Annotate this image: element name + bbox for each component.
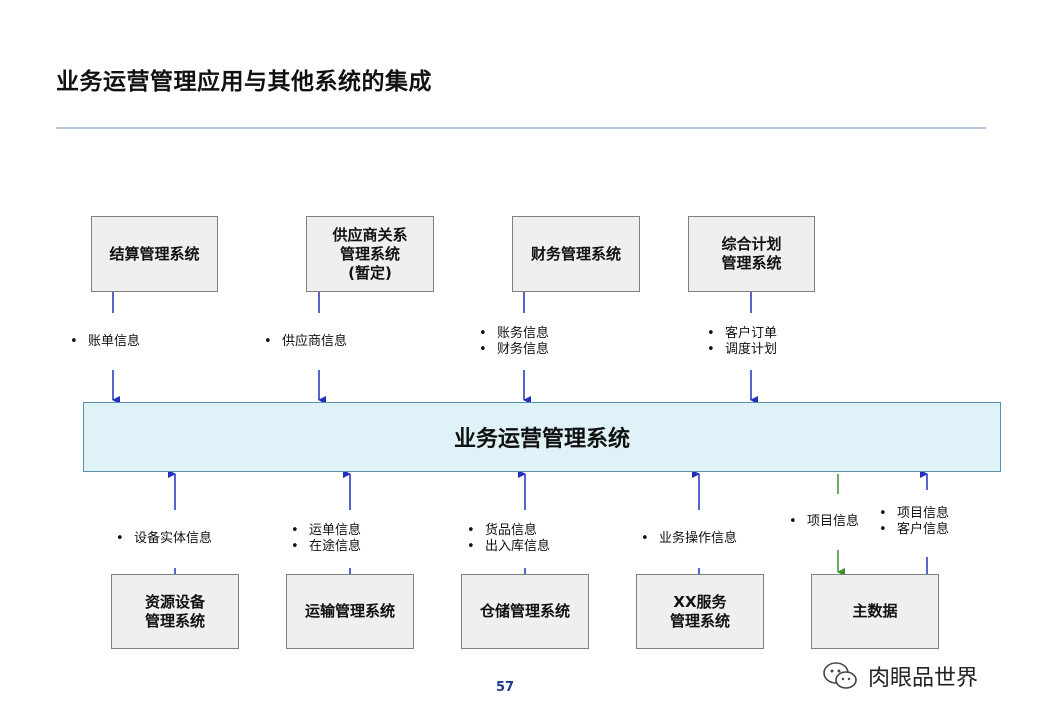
supplier-system-box: 供应商关系 管理系统 (暂定)	[306, 216, 434, 292]
page-title: 业务运营管理应用与其他系统的集成	[56, 69, 432, 95]
info-item: 设备实体信息	[134, 531, 213, 546]
info-item: 客户信息	[897, 522, 950, 537]
page-number: 57	[496, 680, 515, 695]
info-item: 项目信息	[807, 514, 860, 529]
bottom-info-4: •业务操作信息	[641, 531, 738, 546]
info-item: 客户订单	[725, 326, 778, 341]
box-label: 管理系统	[669, 611, 730, 630]
box-label: (暂定)	[348, 263, 392, 282]
masterdata-in-info: •项目信息	[789, 514, 860, 529]
resource-equipment-system-box: 资源设备 管理系统	[111, 574, 239, 649]
watermark-text: 肉眼品世界	[868, 666, 979, 691]
master-data-box: 主数据	[811, 574, 939, 649]
box-label: 财务管理系统	[530, 244, 621, 263]
box-label: 管理系统	[721, 254, 782, 272]
bottom-info-2: •运单信息 •在途信息	[291, 523, 362, 554]
masterdata-out-info: •项目信息 •客户信息	[879, 506, 950, 537]
box-label: 管理系统	[144, 611, 205, 630]
watermark: 肉眼品世界	[822, 660, 978, 692]
box-label: 资源设备	[144, 592, 205, 611]
info-item: 财务信息	[497, 342, 550, 357]
box-label: 综合计划	[721, 235, 782, 253]
transport-system-box: 运输管理系统	[286, 574, 414, 649]
box-label: 结算管理系统	[109, 244, 200, 263]
box-label: 管理系统	[339, 244, 400, 263]
box-label: 仓储管理系统	[479, 602, 570, 620]
info-item: 供应商信息	[282, 334, 348, 349]
box-label: 供应商关系	[332, 225, 408, 244]
central-system-box: 业务运营管理系统	[83, 402, 1001, 472]
box-label: 主数据	[852, 602, 898, 620]
info-item: 账务信息	[497, 326, 550, 341]
top-info-1: •账单信息	[70, 334, 141, 349]
box-label: 运输管理系统	[304, 602, 395, 620]
planning-system-box: 综合计划 管理系统	[688, 216, 815, 292]
info-item: 运单信息	[309, 523, 362, 538]
top-info-4: •客户订单 •调度计划	[707, 326, 778, 357]
box-label: XX服务	[673, 592, 727, 611]
top-info-2: •供应商信息	[264, 334, 348, 349]
top-info-3: •账务信息 •财务信息	[479, 326, 550, 357]
info-item: 项目信息	[897, 506, 950, 521]
info-item: 在途信息	[309, 539, 362, 554]
info-item: 出入库信息	[485, 539, 551, 554]
finance-system-box: 财务管理系统	[512, 216, 640, 292]
info-item: 业务操作信息	[659, 531, 738, 546]
info-item: 货品信息	[485, 523, 538, 538]
settlement-system-box: 结算管理系统	[91, 216, 218, 292]
bottom-info-3: •货品信息 •出入库信息	[467, 523, 551, 554]
wechat-icon	[823, 662, 857, 689]
xx-service-system-box: XX服务 管理系统	[636, 574, 764, 649]
info-item: 调度计划	[725, 342, 778, 357]
title-divider	[56, 127, 986, 129]
info-item: 账单信息	[88, 334, 141, 349]
bottom-info-1: •设备实体信息	[116, 531, 213, 546]
warehouse-system-box: 仓储管理系统	[461, 574, 589, 649]
